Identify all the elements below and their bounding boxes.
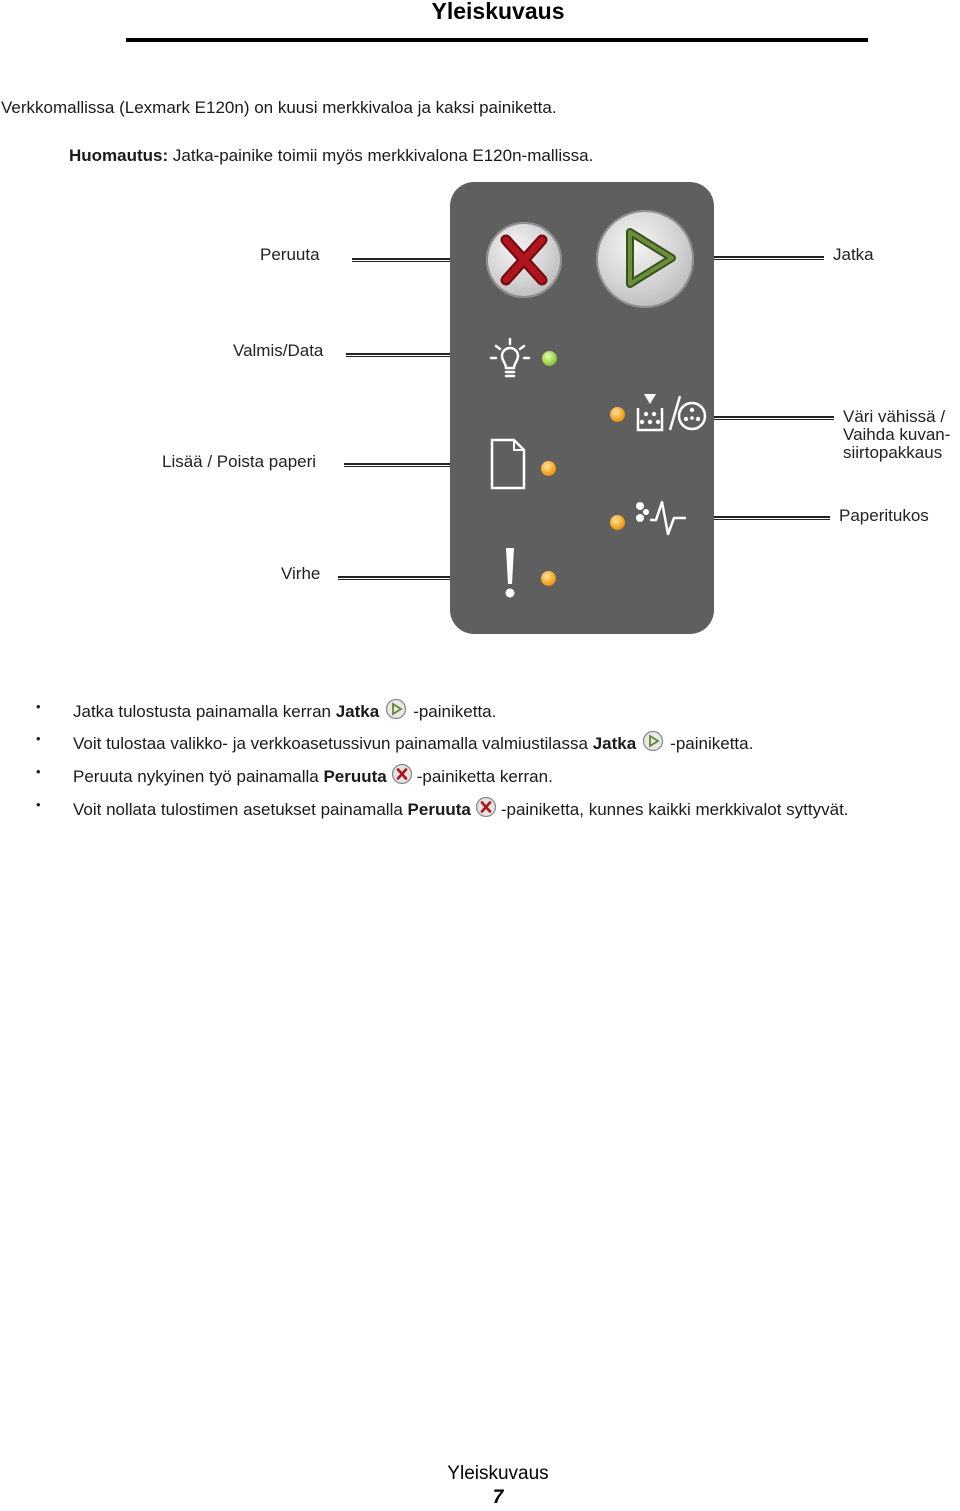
title-rule: [126, 38, 868, 42]
label-toner: Väri vähissä / Vaihda kuvan-siirtopakkau…: [843, 407, 951, 462]
operator-panel: [450, 182, 714, 634]
cancel-icon: [475, 796, 496, 818]
label-error: Virhe: [281, 564, 321, 583]
continue-button[interactable]: [596, 210, 694, 308]
list-item: Peruuta nykyinen työ painamalla Peruuta-…: [36, 763, 553, 787]
page-number: 7: [492, 1487, 504, 1508]
toner-led: [610, 407, 625, 422]
toner-icon: [636, 394, 707, 432]
continue-icon: [386, 698, 407, 720]
note-text: Jatka-painike toimii myös merkkivalona E…: [168, 146, 594, 165]
ready-bulb-icon: [489, 337, 531, 378]
cancel-button[interactable]: [486, 222, 562, 298]
footer-section: Yleiskuvaus: [447, 1463, 549, 1484]
page-title: Yleiskuvaus: [431, 0, 565, 24]
cancel-x-icon: [500, 234, 548, 286]
note: Huomautus: Jatka-painike toimii myös mer…: [69, 146, 593, 166]
leader-jam: [698, 516, 830, 520]
continue-icon: [643, 730, 664, 752]
leader-toner: [712, 416, 834, 420]
leader-ready: [346, 353, 482, 357]
paper-led: [541, 461, 556, 476]
ready-led: [542, 351, 557, 366]
list-item: Voit nollata tulostimen asetukset painam…: [36, 796, 849, 820]
paper-icon: [490, 438, 526, 490]
cancel-icon: [391, 763, 412, 785]
page-footer: Yleiskuvaus 7: [0, 1463, 960, 1509]
note-label: Huomautus:: [69, 146, 169, 165]
label-cancel: Peruuta: [260, 245, 320, 264]
list-item: Jatka tulostusta painamalla kerran Jatka…: [36, 698, 496, 722]
error-led: [541, 571, 556, 586]
jam-led: [610, 515, 625, 530]
leader-paper: [344, 463, 484, 467]
leader-cancel: [352, 258, 484, 262]
list-item: Voit tulostaa valikko- ja verkkoasetussi…: [36, 730, 753, 754]
leader-error: [338, 576, 494, 580]
label-paper: Lisää / Poista paperi: [162, 452, 317, 471]
intro-text: Verkkomallissa (Lexmark E120n) on kuusi …: [1, 98, 557, 117]
error-exclamation-icon: [505, 548, 515, 598]
label-continue: Jatka: [833, 245, 874, 264]
paper-jam-icon: [636, 500, 686, 536]
label-jam: Paperitukos: [839, 506, 929, 525]
continue-arrow-icon: [626, 228, 676, 288]
leader-continue: [700, 256, 824, 260]
label-ready: Valmis/Data: [233, 341, 324, 360]
